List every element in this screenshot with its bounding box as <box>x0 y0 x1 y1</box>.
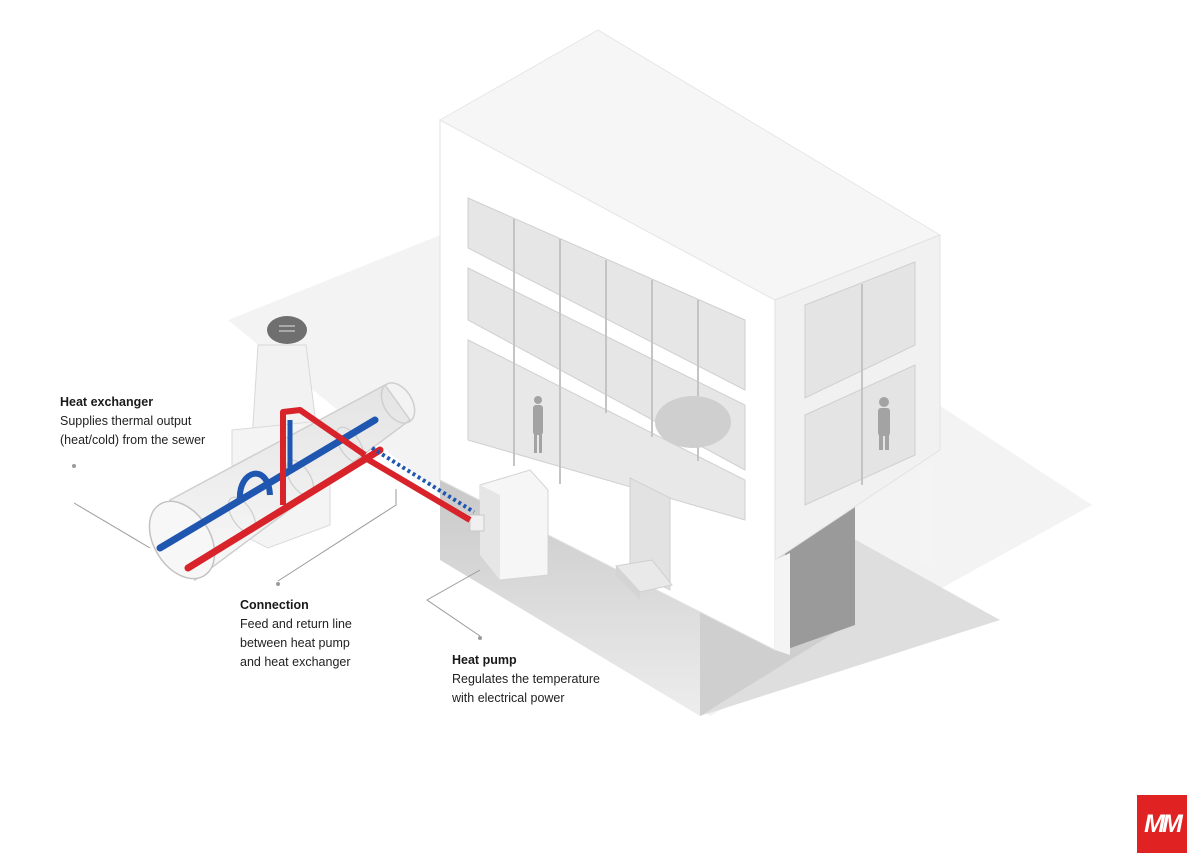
building-right-column <box>775 553 790 655</box>
heat-pump-connector <box>469 514 485 532</box>
heat-pump-title: Heat pump <box>452 653 517 667</box>
leader-lines <box>73 489 481 637</box>
manhole-cover <box>267 316 307 344</box>
feed-line-red <box>184 446 384 572</box>
heat-pump-desc-1: Regulates the temperature <box>452 672 601 686</box>
person-figure-left <box>533 396 543 453</box>
connection-desc-3: and heat exchanger <box>240 655 351 669</box>
heat-pump-desc-2: with electrical power <box>452 691 565 705</box>
brand-logo-text: MM <box>1144 809 1183 838</box>
connection-return-line <box>370 446 476 514</box>
return-line-loop <box>236 470 273 501</box>
heat-pump-label: Heat pump Regulates the temperature with… <box>452 651 672 708</box>
building-right-column-2 <box>920 463 934 565</box>
connection-feed-line <box>360 453 472 523</box>
heat-exchanger-title: Heat exchanger <box>60 395 154 409</box>
entrance-step-front <box>616 566 640 600</box>
heat-pump-unit-side <box>480 485 500 580</box>
right-window-upper <box>804 261 916 399</box>
brand-logo: MM <box>1137 795 1187 853</box>
ceiling-lamp <box>655 396 731 448</box>
entrance-step <box>615 559 673 593</box>
person-figure-right <box>878 397 890 450</box>
connection-title: Connection <box>240 598 309 612</box>
heat-exchanger-desc-1: Supplies thermal output <box>60 414 192 428</box>
heat-exchanger-desc-2: (heat/cold) from the sewer <box>60 433 206 447</box>
window-mullions <box>513 219 699 484</box>
sewer-pipe-far-end <box>380 382 416 424</box>
leader-dots <box>72 464 482 640</box>
connection-label: Connection Feed and return line between … <box>240 596 440 672</box>
connection-desc-1: Feed and return line <box>240 617 352 631</box>
manhole-cover-grooves <box>279 325 295 332</box>
connection-desc-2: between heat pump <box>240 636 350 650</box>
feed-line-riser <box>280 407 367 505</box>
heat-exchanger-label: Heat exchanger Supplies thermal output (… <box>60 393 260 450</box>
